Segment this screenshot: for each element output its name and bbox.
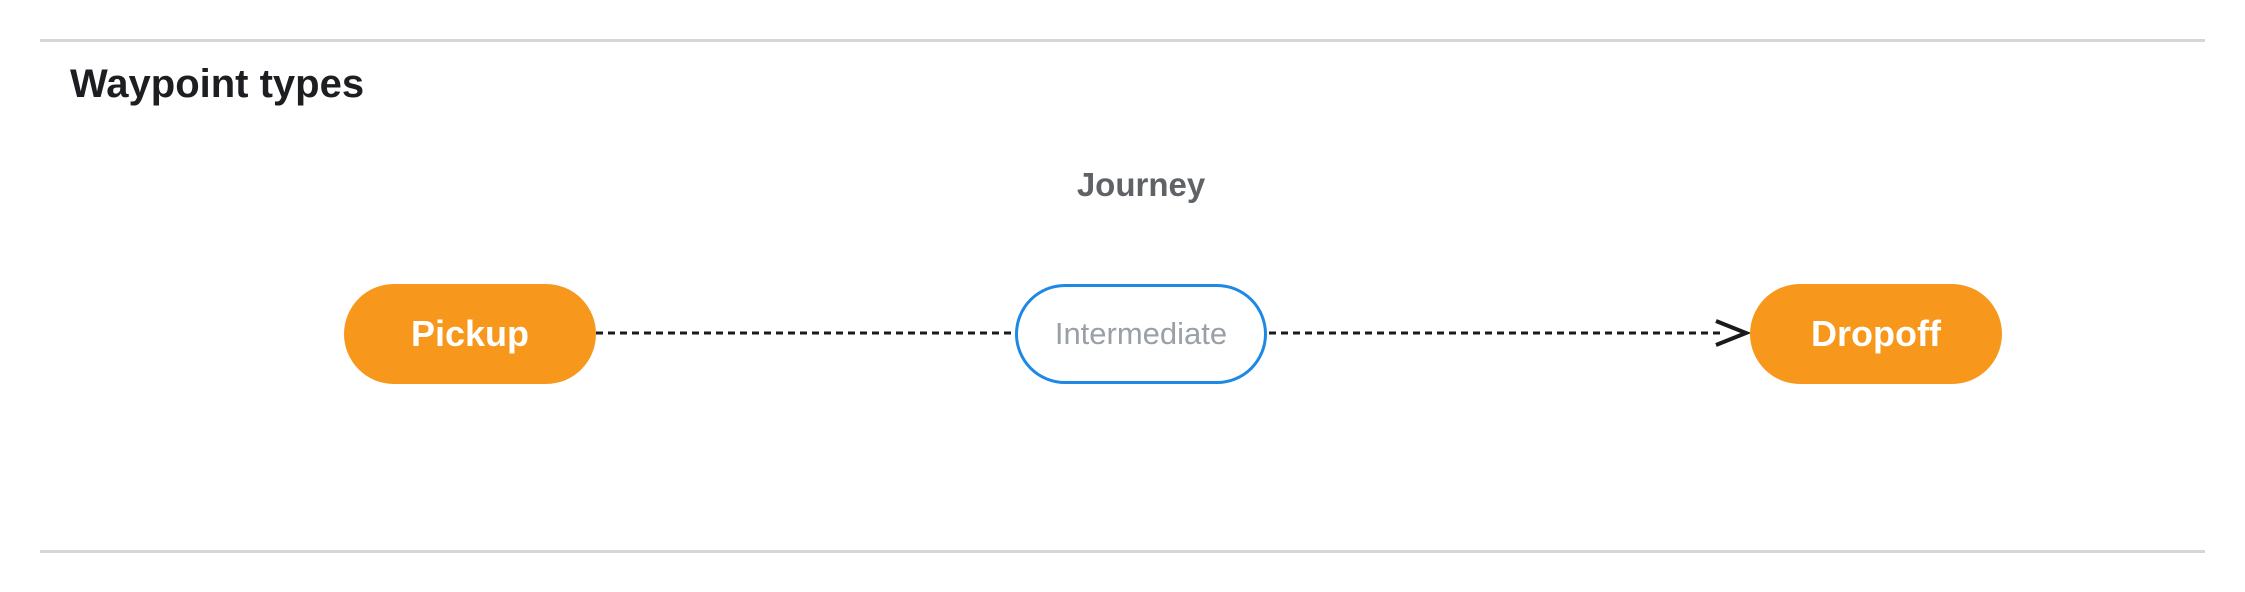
node-dropoff: Dropoff (1750, 284, 2002, 384)
node-intermediate: Intermediate (1015, 284, 1267, 384)
top-divider (40, 39, 2205, 42)
arrowhead-icon (1715, 319, 1752, 347)
node-pickup-label: Pickup (410, 313, 530, 354)
node-intermediate-label: Intermediate (1054, 316, 1228, 351)
bottom-divider (40, 550, 2205, 553)
journey-label: Journey (1076, 166, 1206, 203)
node-dropoff-label: Dropoff (1811, 313, 1941, 354)
section-title: Waypoint types (70, 62, 365, 106)
node-pickup: Pickup (344, 284, 596, 384)
